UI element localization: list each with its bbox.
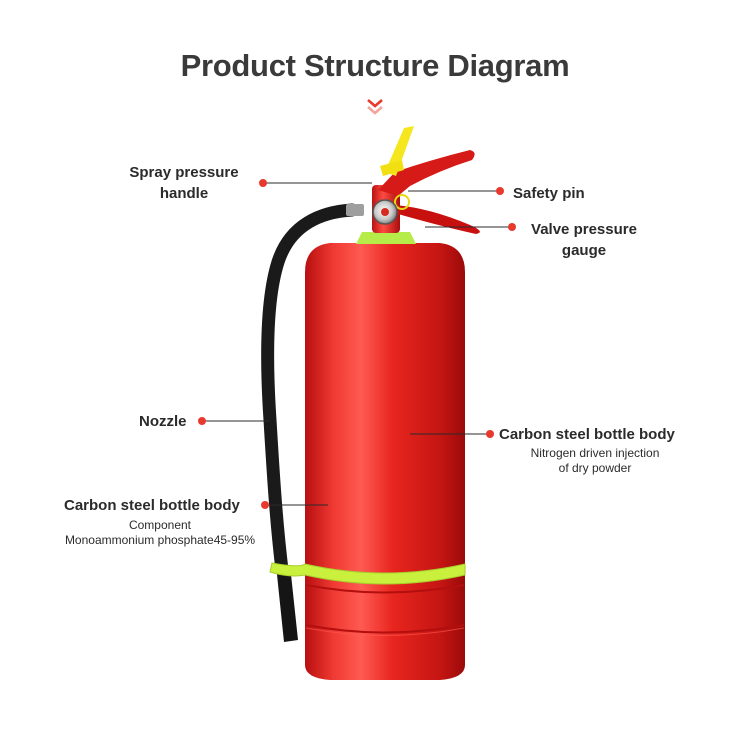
collar xyxy=(356,232,416,244)
nozzle-tip xyxy=(276,565,298,642)
valve-gauge-label: Valve pressure gauge xyxy=(531,221,637,259)
chevron-down-icon xyxy=(367,99,383,115)
callout-dot-icon xyxy=(198,179,516,509)
nozzle-label: Nozzle xyxy=(139,413,187,430)
page-title: Product Structure Diagram xyxy=(180,48,570,83)
hose-band xyxy=(269,562,466,585)
handle-lever xyxy=(378,150,475,196)
hose xyxy=(261,203,359,577)
body-right-sublabel: Nitrogen driven injection of dry powder xyxy=(530,446,660,475)
cylinder-body xyxy=(305,243,465,680)
body-left-sublabel: Component Monoammonium phosphate45-95% xyxy=(64,518,256,547)
body-right-label: Carbon steel bottle body xyxy=(499,426,675,443)
safety-pin-label: Safety pin xyxy=(513,185,585,202)
spray-handle-label: Spray pressure handle xyxy=(129,164,239,202)
body-left-label: Carbon steel bottle body xyxy=(64,497,240,514)
